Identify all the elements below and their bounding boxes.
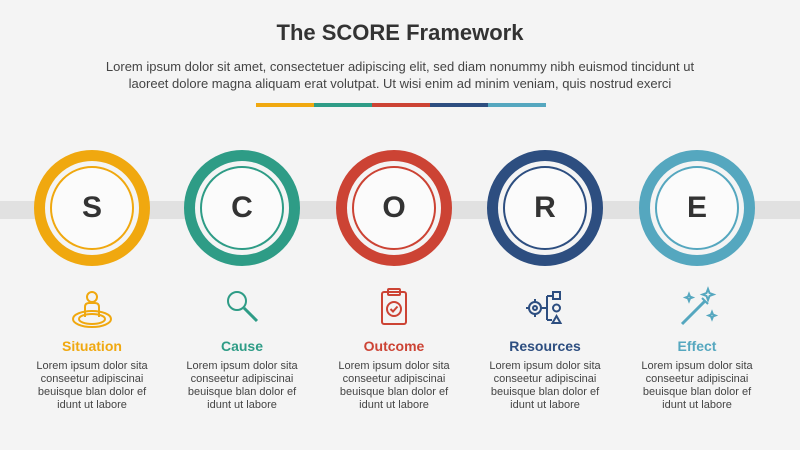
desc-line: idunt ut labore bbox=[207, 399, 277, 411]
score-item-cause: C Cause Lorem ipsum dolor sita conseetur… bbox=[180, 150, 304, 412]
item-description: Lorem ipsum dolor sita conseetur adipisc… bbox=[483, 360, 607, 412]
circle-inner: C bbox=[200, 166, 284, 250]
circle-inner: E bbox=[655, 166, 739, 250]
magnifier-icon bbox=[220, 286, 264, 330]
item-label: Outcome bbox=[363, 338, 425, 354]
desc-line: beuisque blan dolor ef bbox=[339, 386, 449, 398]
subtitle-line: Lorem ipsum dolor sit amet, consectetuer… bbox=[105, 59, 695, 74]
desc-line: idunt ut labore bbox=[359, 399, 429, 411]
desc-line: conseetur adipiscinai bbox=[645, 373, 749, 385]
circle-ring: E bbox=[639, 150, 755, 266]
item-label: Situation bbox=[62, 338, 122, 354]
subtitle-line: laoreet dolore magna aliquam erat volutp… bbox=[128, 76, 672, 91]
desc-line: beuisque blan dolor ef bbox=[490, 386, 600, 398]
desc-line: conseetur adipiscinai bbox=[190, 373, 294, 385]
circle-letter: S bbox=[81, 191, 102, 224]
desc-line: beuisque blan dolor ef bbox=[642, 386, 752, 398]
score-item-outcome: O Outcome Lorem ipsum dolor sita conseet… bbox=[332, 150, 456, 412]
item-label: Resources bbox=[509, 338, 581, 354]
desc-line: idunt ut labore bbox=[57, 399, 127, 411]
accent-segment-teal bbox=[488, 103, 546, 107]
desc-line: Lorem ipsum dolor sita bbox=[641, 360, 753, 372]
clipboard-check-icon bbox=[372, 286, 416, 330]
circle-letter: E bbox=[686, 191, 707, 224]
circle-inner: R bbox=[503, 166, 587, 250]
subtitle: Lorem ipsum dolor sit amet, consectetuer… bbox=[40, 58, 760, 92]
desc-line: conseetur adipiscinai bbox=[40, 373, 144, 385]
desc-line: Lorem ipsum dolor sita bbox=[36, 360, 148, 372]
item-label: Cause bbox=[220, 338, 264, 354]
circle-ring: O bbox=[336, 150, 452, 266]
accent-segment-green bbox=[314, 103, 372, 107]
score-item-resources: R Resources Lorem ipsum dolor sita conse… bbox=[483, 150, 607, 412]
circle-letter: R bbox=[534, 191, 556, 224]
circle-letter: O bbox=[382, 191, 406, 224]
circle-ring: S bbox=[34, 150, 150, 266]
item-description: Lorem ipsum dolor sita conseetur adipisc… bbox=[30, 360, 154, 412]
person-on-spot-icon bbox=[70, 286, 114, 330]
score-item-situation: S Situation Lorem ipsum dolor sita conse… bbox=[30, 150, 154, 412]
circle-ring: R bbox=[487, 150, 603, 266]
desc-line: Lorem ipsum dolor sita bbox=[186, 360, 298, 372]
accent-segment-orange bbox=[256, 103, 314, 107]
desc-line: beuisque blan dolor ef bbox=[37, 386, 147, 398]
magic-wand-icon bbox=[675, 286, 719, 330]
item-description: Lorem ipsum dolor sita conseetur adipisc… bbox=[635, 360, 759, 412]
circle-letter: C bbox=[231, 191, 253, 224]
item-description: Lorem ipsum dolor sita conseetur adipisc… bbox=[180, 360, 304, 412]
circle-inner: S bbox=[50, 166, 134, 250]
score-item-effect: E Effect Lorem ipsum dolor sita conseetu… bbox=[635, 150, 759, 412]
desc-line: Lorem ipsum dolor sita bbox=[489, 360, 601, 372]
page-title: The SCORE Framework bbox=[276, 20, 524, 45]
circle-ring: C bbox=[184, 150, 300, 266]
desc-line: beuisque blan dolor ef bbox=[187, 386, 297, 398]
gear-shapes-icon bbox=[523, 286, 567, 330]
item-description: Lorem ipsum dolor sita conseetur adipisc… bbox=[332, 360, 456, 412]
desc-line: conseetur adipiscinai bbox=[342, 373, 446, 385]
circle-inner: O bbox=[352, 166, 436, 250]
accent-divider bbox=[256, 103, 546, 107]
desc-line: conseetur adipiscinai bbox=[493, 373, 597, 385]
desc-line: idunt ut labore bbox=[662, 399, 732, 411]
item-label: Effect bbox=[677, 338, 717, 354]
desc-line: Lorem ipsum dolor sita bbox=[338, 360, 450, 372]
accent-segment-red bbox=[372, 103, 430, 107]
accent-segment-navy bbox=[430, 103, 488, 107]
desc-line: idunt ut labore bbox=[510, 399, 580, 411]
